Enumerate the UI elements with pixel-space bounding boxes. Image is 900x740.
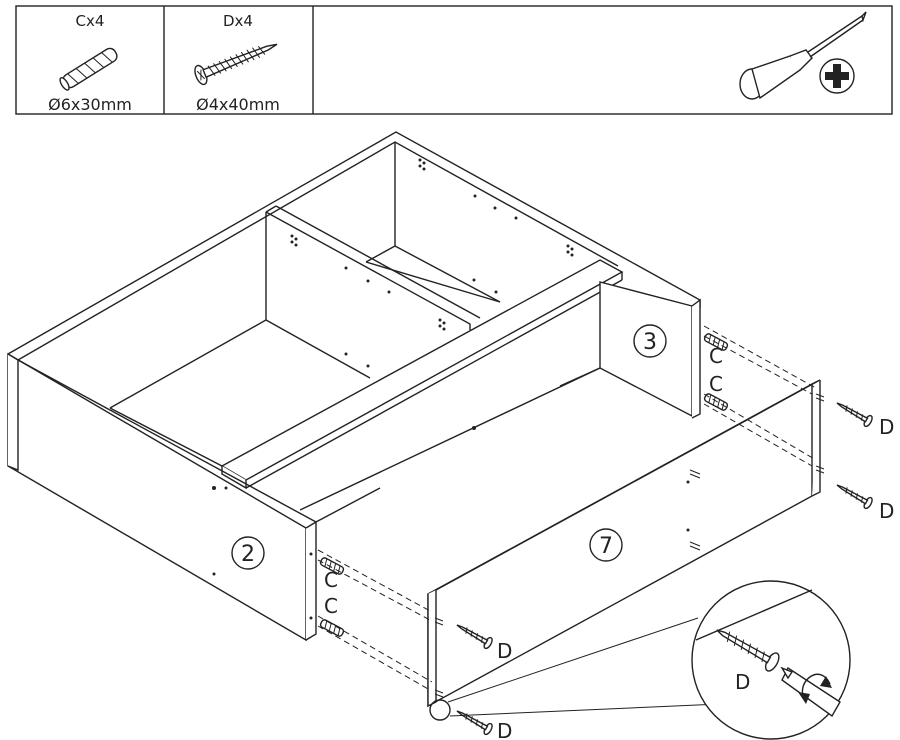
part-c-code: Cx4 xyxy=(76,12,105,30)
dowel-label-right-top: C xyxy=(709,344,723,368)
panel-number-3: 3 xyxy=(633,324,667,358)
dowel-label-left-top: C xyxy=(324,568,338,592)
screw-d-right-top xyxy=(836,402,873,428)
phillips-head-symbol xyxy=(819,58,855,94)
dowel-icon xyxy=(59,47,118,91)
part-d-size: Ø4x40mm xyxy=(196,95,280,114)
screw-icon xyxy=(194,43,278,86)
svg-text:7: 7 xyxy=(599,534,613,559)
part-d-code: Dx4 xyxy=(223,12,253,30)
detail-callout: D xyxy=(429,580,851,740)
hole-markers xyxy=(212,158,690,620)
screw-d-left-bottom xyxy=(456,710,493,736)
screw-d-right-bottom xyxy=(836,484,873,510)
screw-label-left-bottom: D xyxy=(497,719,512,740)
detail-screw-label: D xyxy=(735,670,750,694)
dowel-c-left-bottom xyxy=(319,619,345,637)
screw-label-right-top: D xyxy=(879,415,894,439)
alignment-lines-right xyxy=(703,325,817,467)
screw-d-left-top xyxy=(456,624,493,650)
front-panel-dowels xyxy=(434,393,825,698)
phillips-screwdriver-icon xyxy=(739,11,867,100)
screw-label-right-bottom: D xyxy=(879,499,894,523)
parts-table: Cx4 Ø6x30mm Dx4 Ø4x40mm xyxy=(15,5,893,115)
panel-number-7: 7 xyxy=(589,528,623,562)
screw-label-left-top: D xyxy=(497,639,512,663)
svg-text:3: 3 xyxy=(643,330,657,355)
part-c-size: Ø6x30mm xyxy=(48,95,132,114)
detail-screwdriver-icon xyxy=(780,666,841,718)
panel-number-2: 2 xyxy=(231,536,265,570)
front-panel xyxy=(427,379,821,708)
detail-screw-icon xyxy=(716,629,780,672)
cabinet-frame xyxy=(7,131,701,642)
dowel-label-left-bottom: C xyxy=(324,594,338,618)
dowel-c-right-bottom xyxy=(703,393,729,411)
alignment-lines-left xyxy=(317,549,433,691)
svg-text:2: 2 xyxy=(241,542,255,567)
dowel-label-right-bottom: C xyxy=(709,372,723,396)
